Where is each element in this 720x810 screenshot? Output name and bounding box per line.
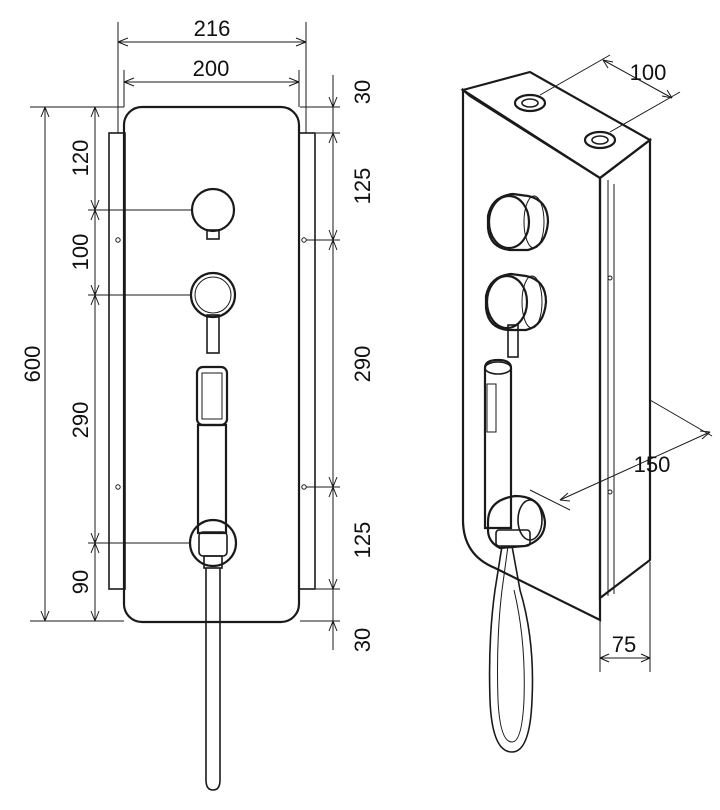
shower-holder-clip (198, 531, 228, 557)
front-panel (122, 105, 301, 624)
dimension-inlet-spacing: 100 (539, 54, 681, 133)
dim-200: 200 (193, 56, 230, 81)
side-mixer-lever (507, 324, 519, 358)
dim-150: 150 (634, 452, 671, 477)
right-mounting-rail (298, 132, 316, 590)
side-shower-hose (488, 545, 534, 753)
dim-30-bottom: 30 (350, 628, 375, 652)
dim-125-upper: 125 (350, 168, 375, 205)
dim-125-lower: 125 (350, 522, 375, 559)
upper-knob-stem (206, 229, 220, 240)
dim-600: 600 (20, 346, 45, 383)
side-mounting-hole (607, 489, 613, 495)
mounting-hole (301, 484, 307, 490)
dimension-height: 600 (20, 106, 124, 622)
side-hand-shower (483, 358, 547, 753)
mixer-lever (206, 314, 220, 354)
dim-290-left: 290 (68, 402, 93, 439)
dim-75: 75 (612, 632, 636, 657)
hand-shower-nozzle-grid (201, 372, 223, 420)
side-shower-nozzle-grid (486, 383, 497, 433)
dimension-panel-width: 200 (123, 56, 300, 107)
mixer-knob-inner (194, 276, 232, 314)
side-shower-holder (486, 494, 547, 550)
dim-100-inlet: 100 (630, 60, 667, 85)
dim-120: 120 (68, 140, 93, 177)
shower-hose (205, 568, 221, 791)
hose-connector (203, 555, 223, 569)
upper-control-knob (190, 187, 236, 233)
water-inlet-right (583, 130, 617, 150)
dim-100-left: 100 (68, 234, 93, 271)
mounting-hole (115, 484, 121, 490)
dim-216: 216 (194, 16, 231, 41)
front-view: 216 200 600 120 100 290 90 (20, 16, 375, 791)
dim-90: 90 (68, 570, 93, 594)
mixer-knob (189, 271, 237, 319)
side-view: 100 150 75 (460, 54, 713, 753)
mounting-hole (115, 237, 121, 243)
side-mixer-knob (484, 272, 548, 358)
dimension-depth: 150 (529, 399, 713, 511)
mounting-hole (301, 237, 307, 243)
dimension-right-segments: 30 125 290 125 30 (300, 75, 375, 652)
hand-shower-handle (196, 423, 228, 535)
water-inlet-left (513, 93, 547, 113)
dimension-overall-width: 216 (117, 16, 307, 133)
dim-30-top: 30 (350, 80, 375, 104)
dimension-left-segments: 120 100 290 90 (68, 106, 192, 622)
side-upper-knob (486, 192, 550, 252)
shower-holder (188, 518, 238, 568)
side-mounting-hole (607, 275, 613, 281)
dimension-box-depth: 75 (599, 562, 651, 672)
left-mounting-rail (108, 132, 126, 590)
dim-290-right: 290 (350, 346, 375, 383)
